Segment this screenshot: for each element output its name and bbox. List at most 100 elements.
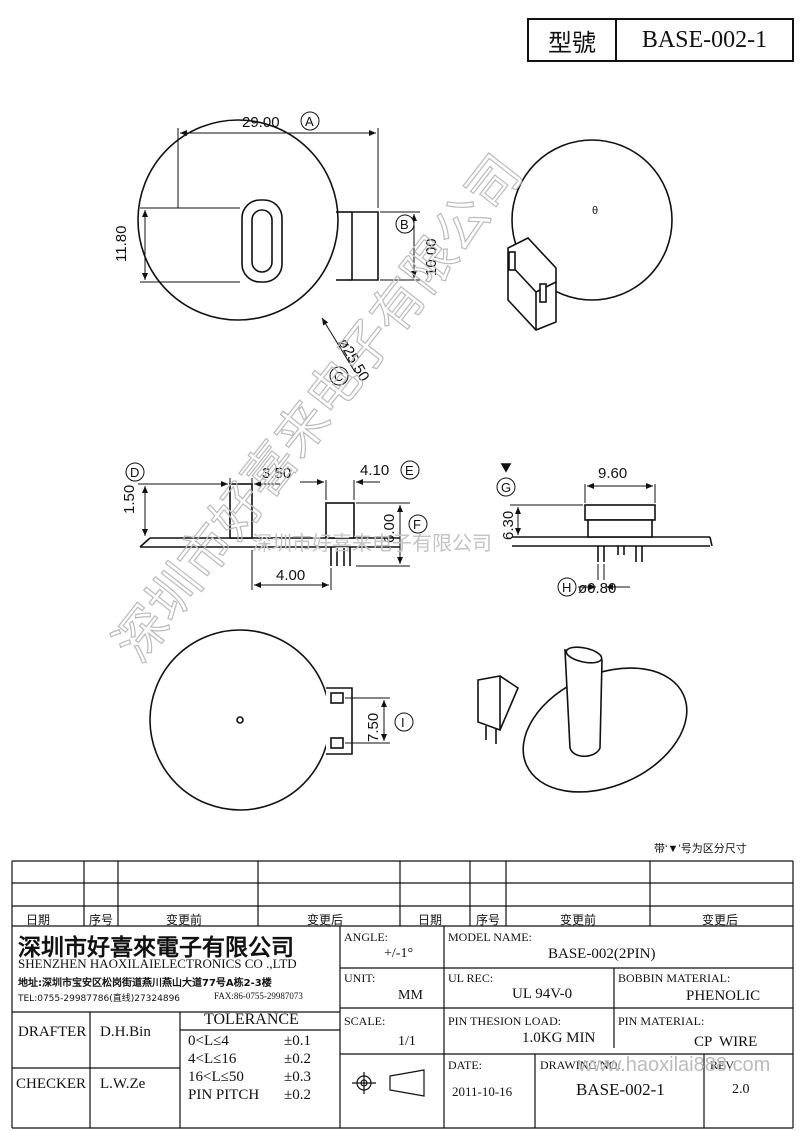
iso-top-tab bbox=[507, 237, 557, 331]
angle-label: ANGLE: bbox=[344, 930, 388, 944]
tolerance-range-2: 4<L≤16 bbox=[188, 1051, 237, 1067]
watermark-diagonal: 深圳市好喜来电子有限公司 bbox=[104, 145, 534, 672]
unit-label: UNIT: bbox=[344, 971, 376, 985]
tolerance-value-3: ±0.3 bbox=[284, 1069, 311, 1085]
bobbin-material-value: PHENOLIC bbox=[686, 988, 761, 1004]
ul-rec-label: UL REC: bbox=[448, 971, 494, 985]
iso-top-disc bbox=[511, 139, 673, 301]
rev-header-no-1: 序号 bbox=[89, 913, 114, 927]
model-name-value: BASE-002(2PIN) bbox=[548, 946, 656, 962]
callout-g: G bbox=[496, 477, 516, 497]
dim-1-50: 1.50 bbox=[121, 485, 138, 514]
date-value: 2011-10-16 bbox=[452, 1084, 513, 1099]
svg-text:E: E bbox=[405, 463, 414, 478]
rev-header-no-2: 序号 bbox=[476, 913, 501, 927]
svg-text:A: A bbox=[305, 114, 314, 129]
side2-body bbox=[587, 519, 653, 538]
dim-6-00: 6.00 bbox=[381, 514, 398, 543]
company-fax: FAX:86-0755-29987073 bbox=[214, 991, 303, 1001]
rev-value: 2.0 bbox=[732, 1082, 750, 1097]
side-post bbox=[229, 483, 253, 539]
date-label: DATE: bbox=[448, 1058, 482, 1072]
iso-bottom-post bbox=[564, 648, 603, 758]
unit-value: MM bbox=[398, 988, 423, 1003]
drafter-value: D.H.Bin bbox=[100, 1024, 151, 1040]
company-address: 地址:深圳市宝安区松岗街道燕川燕山大道77号A栋2-3楼 bbox=[18, 978, 272, 989]
model-label: 型號 bbox=[529, 20, 617, 60]
ul-rec-value: UL 94V-0 bbox=[512, 986, 573, 1002]
tolerance-title: TOLERANCE bbox=[204, 1011, 299, 1028]
site-watermark: www.haoxilai888.com bbox=[578, 1054, 771, 1076]
checker-label: CHECKER bbox=[16, 1076, 87, 1092]
dim-11-80: 11.80 bbox=[113, 226, 130, 262]
dim-10-00: 10.00 bbox=[423, 238, 440, 276]
pin-material-label: PIN MATERIAL: bbox=[618, 1014, 705, 1028]
bobbin-material-label: BOBBIN MATERIAL: bbox=[618, 971, 731, 985]
distinguish-marker bbox=[500, 463, 512, 473]
pin-mark: θ bbox=[592, 205, 598, 217]
rev-header-before-2: 变更前 bbox=[560, 913, 597, 927]
svg-text:B: B bbox=[400, 217, 409, 232]
company-name-en: SHENZHEN HAOXILAIELECTRONICS CO .,LTD bbox=[18, 956, 297, 971]
top-view-disc bbox=[137, 119, 339, 321]
callout-h: H bbox=[557, 577, 577, 597]
callout-i: I bbox=[394, 712, 414, 732]
title-block-lines bbox=[11, 860, 794, 1129]
rev-header-after-2: 变更后 bbox=[702, 913, 739, 927]
callout-a: A bbox=[300, 111, 320, 131]
rev-header-before-1: 变更前 bbox=[166, 913, 203, 927]
drawing-no-label: DRAWING NO: bbox=[540, 1058, 621, 1072]
tolerance-range-4: PIN PITCH bbox=[188, 1087, 260, 1103]
callout-f: F bbox=[408, 514, 428, 534]
iso-bottom-disc bbox=[522, 667, 688, 793]
scale-value: 1/1 bbox=[398, 1034, 416, 1049]
dim-9-60: 9.60 bbox=[598, 465, 627, 482]
side2-top-block bbox=[584, 504, 656, 521]
rev-header-date-2: 日期 bbox=[418, 913, 443, 927]
svg-text:F: F bbox=[413, 517, 421, 532]
dim-3-50: 3.50 bbox=[262, 465, 291, 482]
dim-7-50: 7.50 bbox=[365, 713, 382, 742]
model-title-box: 型號 BASE-002-1 bbox=[527, 18, 794, 62]
dim-4-10: 4.10 bbox=[360, 462, 389, 479]
rev-header-after-1: 变更后 bbox=[307, 913, 344, 927]
technical-drawing: 29.00 11.80 10.00 ø25.50 1.50 3.50 4.10 … bbox=[103, 111, 747, 855]
rev-label: REV: bbox=[710, 1058, 737, 1072]
pin-load-label: PIN THESION LOAD: bbox=[448, 1014, 562, 1028]
distinguish-note: 带‘▼’号为区分尺寸 bbox=[654, 841, 747, 855]
slot-inner bbox=[251, 209, 273, 273]
pin-material-value: CP WIRE bbox=[694, 1034, 758, 1050]
svg-text:G: G bbox=[501, 480, 511, 495]
drafter-label: DRAFTER bbox=[18, 1024, 87, 1040]
company-name-cn: 深圳市好喜來電子有限公司 bbox=[18, 935, 294, 961]
dim-29-00: 29.00 bbox=[242, 114, 280, 131]
dim-6-30: 6.30 bbox=[500, 511, 517, 540]
tolerance-value-2: ±0.2 bbox=[284, 1051, 311, 1067]
svg-text:I: I bbox=[401, 715, 405, 730]
scale-label: SCALE: bbox=[344, 1014, 386, 1028]
tolerance-value-4: ±0.2 bbox=[284, 1087, 311, 1103]
dim-0-80: ø0.80 bbox=[578, 580, 616, 597]
svg-text:C: C bbox=[334, 369, 343, 384]
tolerance-value-1: ±0.1 bbox=[284, 1033, 311, 1049]
model-number: BASE-002-1 bbox=[641, 26, 768, 53]
watermark-horizontal: 深圳市好喜来电子有限公司 bbox=[252, 532, 492, 555]
drawing-no-value: BASE-002-1 bbox=[576, 1080, 665, 1099]
model-name-label: MODEL NAME: bbox=[448, 930, 532, 944]
svg-text:D: D bbox=[130, 465, 139, 480]
dim-4-00: 4.00 bbox=[276, 567, 305, 584]
callout-d: D bbox=[125, 462, 145, 482]
checker-value: L.W.Ze bbox=[100, 1076, 146, 1092]
side-tab bbox=[325, 502, 355, 539]
callout-e: E bbox=[400, 460, 420, 480]
rev-header-date-1: 日期 bbox=[26, 913, 51, 927]
slot-outer bbox=[241, 199, 283, 283]
pin-load-value: 1.0KG MIN bbox=[522, 1030, 596, 1046]
tolerance-range-3: 16<L≤50 bbox=[188, 1069, 244, 1085]
iso-bottom-tab bbox=[477, 675, 519, 732]
company-tel: TEL:0755-29987786(直线)27324896 bbox=[18, 994, 181, 1004]
projection-symbol bbox=[352, 1069, 425, 1097]
callout-b: B bbox=[395, 214, 415, 234]
tolerance-range-1: 0<L≤4 bbox=[188, 1033, 229, 1049]
angle-value: +/-1° bbox=[384, 946, 414, 961]
